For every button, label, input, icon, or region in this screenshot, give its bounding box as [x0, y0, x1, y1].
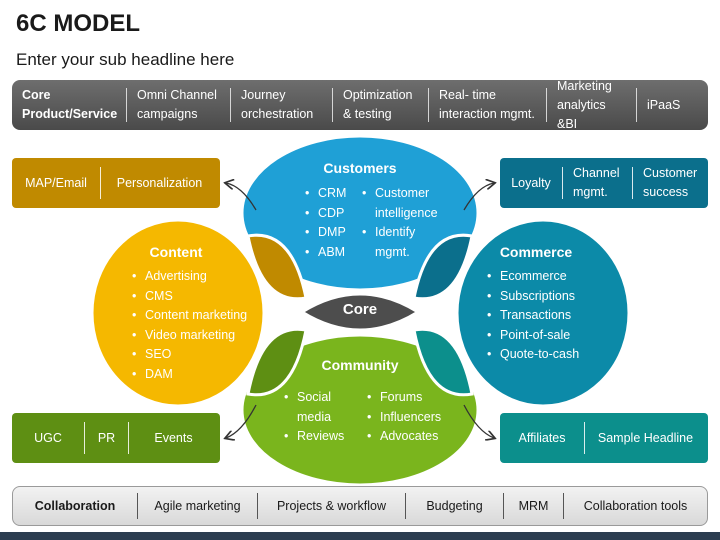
content-title: Content — [149, 244, 203, 260]
bottom-bar-item: Budgeting — [405, 493, 503, 519]
box-top-left: MAP/Email Personalization — [12, 158, 220, 208]
bottom-bar: Collaboration Agile marketing Projects &… — [12, 486, 708, 526]
box-item: PR — [84, 422, 128, 454]
list-item: Content marketing — [132, 306, 247, 326]
top-bar-item: Optimization& testing — [332, 88, 428, 122]
list-item: Subscriptions — [487, 287, 579, 307]
list-item: Forums — [367, 388, 441, 408]
community-list-2: Forums Influencers Advocates — [367, 388, 441, 447]
box-item: Sample Headline — [584, 422, 706, 454]
list-item: Advocates — [367, 427, 441, 447]
page-subtitle: Enter your sub headline here — [16, 50, 235, 69]
box-item: Loyalty — [511, 175, 551, 190]
connector-bottom-right — [463, 404, 494, 438]
connector-bottom-left — [226, 404, 257, 438]
list-item: CMS — [132, 287, 247, 307]
list-item: DMP — [305, 223, 346, 243]
list-item: Quote-to-cash — [487, 345, 579, 365]
bottom-bar-item: Collaboration — [34, 498, 116, 513]
list-item: Influencers — [367, 408, 441, 428]
list-item: Advertising — [132, 267, 247, 287]
commerce-list: Ecommerce Subscriptions Transactions Poi… — [487, 267, 579, 365]
box-item: UGC — [34, 430, 62, 445]
box-item: MAP/Email — [25, 175, 87, 190]
list-item: CDP — [305, 204, 346, 224]
list-item: Ecommerce — [487, 267, 579, 287]
footer-strip — [0, 532, 720, 540]
connector-top-left — [226, 183, 257, 211]
list-item: CRM — [305, 184, 346, 204]
commerce-title: Commerce — [499, 244, 573, 260]
list-item: Video marketing — [132, 326, 247, 346]
overlap-bottom-right — [412, 327, 474, 397]
connector-top-right — [463, 183, 494, 211]
box-item: Events — [128, 422, 218, 454]
box-bottom-right: Affiliates Sample Headline — [500, 413, 708, 463]
bottom-bar-item: Agile marketing — [137, 493, 257, 519]
core-shape — [299, 292, 421, 332]
bottom-bar-item: Projects & workflow — [257, 493, 405, 519]
bottom-bar-item: MRM — [503, 493, 563, 519]
box-item: Affiliates — [518, 430, 566, 445]
list-item: Point-of-sale — [487, 326, 579, 346]
core-label: Core — [342, 301, 378, 318]
customers-list-1: CRM CDP DMP ABM — [305, 184, 346, 262]
content-list: Advertising CMS Content marketing Video … — [132, 267, 247, 384]
community-title: Community — [321, 357, 399, 373]
customers-title: Customers — [323, 160, 397, 176]
list-item: DAM — [132, 365, 247, 385]
list-item: SEO — [132, 345, 247, 365]
list-item: ABM — [305, 243, 346, 263]
overlap-top-left — [246, 233, 308, 301]
community-petal — [240, 333, 480, 487]
page-title: 6C MODEL — [16, 10, 141, 37]
list-item: Reviews — [284, 427, 344, 447]
list-item: Transactions — [487, 306, 579, 326]
top-bar-item: iPaaS — [636, 88, 696, 122]
bottom-bar-item: Collaboration tools — [563, 493, 707, 519]
box-item: Personalization — [100, 167, 218, 199]
box-bottom-left: UGC PR Events — [12, 413, 220, 463]
overlap-bottom-left — [246, 327, 308, 397]
overlap-top-right — [412, 233, 474, 301]
